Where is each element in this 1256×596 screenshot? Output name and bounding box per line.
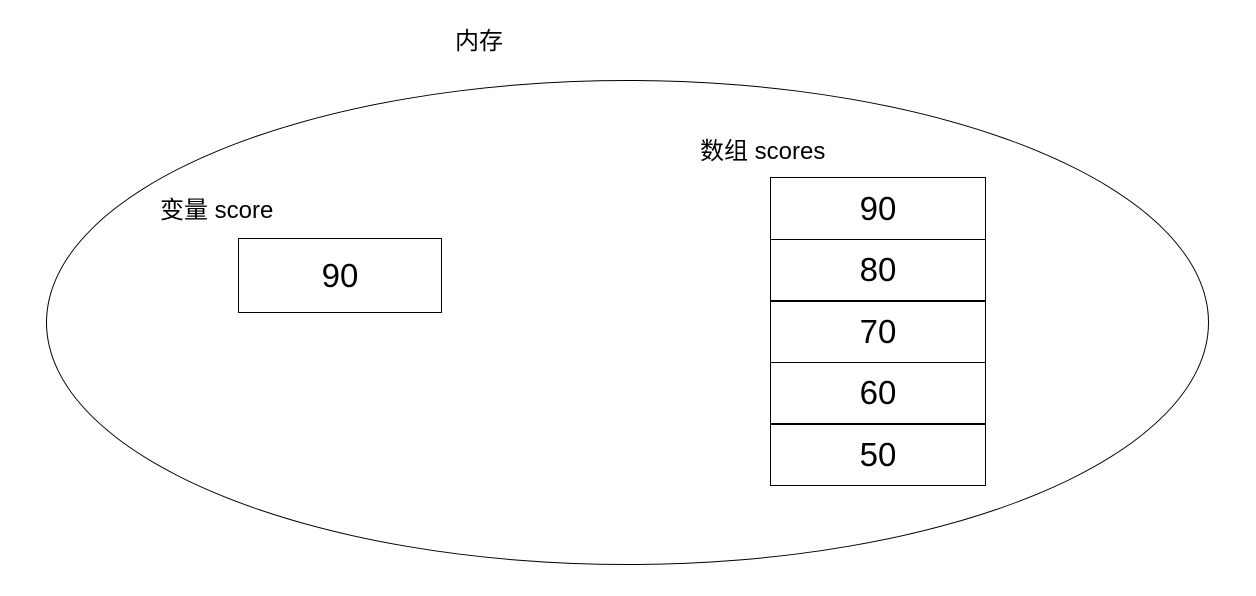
array-cell-1: 80 xyxy=(770,238,986,302)
array-cell-4: 50 xyxy=(770,423,986,486)
array-scores-label: 数组 scores xyxy=(700,138,826,165)
variable-score-box: 90 xyxy=(238,238,442,313)
variable-score-label: 变量 score xyxy=(160,197,274,224)
array-cell-0-value: 90 xyxy=(859,189,897,227)
array-cell-3-value: 60 xyxy=(859,374,897,411)
array-cell-0: 90 xyxy=(770,177,986,240)
array-cell-2: 70 xyxy=(770,300,986,363)
array-cell-3: 60 xyxy=(770,361,986,425)
memory-title: 内存 xyxy=(455,28,503,55)
array-cell-2-value: 70 xyxy=(859,312,897,350)
array-cell-1-value: 80 xyxy=(859,251,897,288)
array-cell-4-value: 50 xyxy=(859,435,897,473)
variable-score-value: 90 xyxy=(321,256,359,294)
array-scores-box: 90 80 70 60 50 xyxy=(770,177,986,486)
memory-ellipse xyxy=(46,80,1209,565)
